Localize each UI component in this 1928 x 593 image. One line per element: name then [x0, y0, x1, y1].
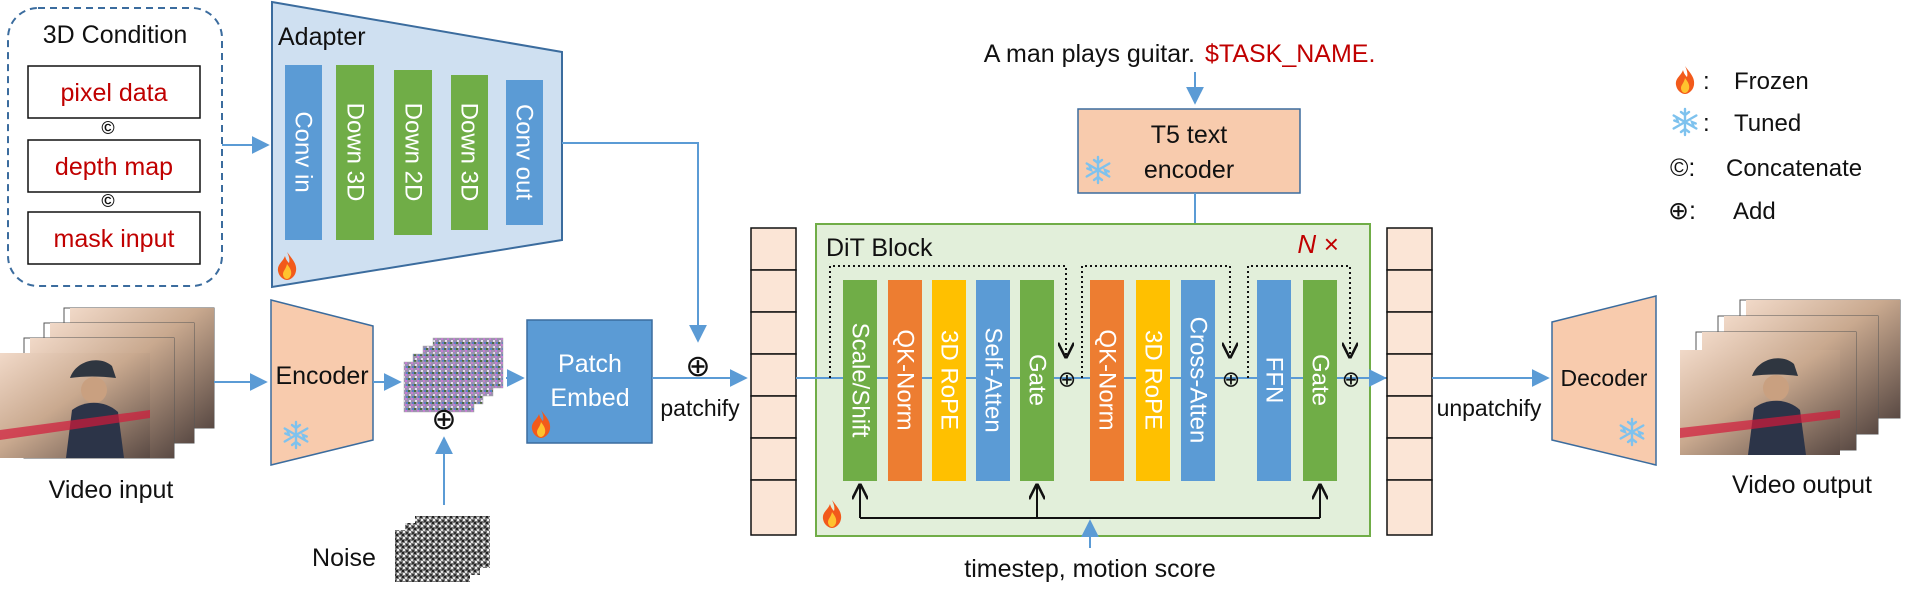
- legend-concat-label: Concatenate: [1726, 155, 1862, 182]
- t5-line1: T5 text: [1151, 121, 1227, 149]
- video-input-label: Video input: [49, 476, 174, 504]
- video-output-stack: [1680, 299, 1901, 455]
- adapter-down-3d: Down 3D: [336, 65, 374, 240]
- legend-add-label: Add: [1733, 198, 1776, 225]
- dit-layer-gate-2: Gate: [1303, 280, 1337, 481]
- dit-layer-label: Scale/Shift: [847, 323, 874, 438]
- dit-repeat: N ×: [1297, 229, 1338, 259]
- dit-layer-qk-norm-2: QK-Norm: [1090, 280, 1124, 481]
- dit-layer-3d-rope-2: 3D RoPE: [1136, 280, 1170, 481]
- latent-stack: [403, 337, 504, 413]
- dit-layer-label: QK-Norm: [892, 329, 919, 430]
- token-column-input: [750, 227, 797, 536]
- dit-layer-3d-rope: 3D RoPE: [932, 280, 966, 481]
- flame-icon: [1675, 66, 1695, 94]
- condition-item-box: [27, 65, 201, 119]
- dit-layer-label: Self-Atten: [980, 327, 1007, 432]
- adapter-title: Adapter: [278, 23, 366, 51]
- prompt-task-name: $TASK_NAME.: [1205, 40, 1375, 68]
- condition-title: 3D Condition: [43, 21, 188, 49]
- add-symbol: ⊕: [1222, 367, 1240, 392]
- dit-layer-label: 3D RoPE: [936, 330, 963, 430]
- token-column-output: [1386, 227, 1433, 536]
- adapter-layer-label: Down 3D: [456, 103, 483, 202]
- condition-item-box: [27, 211, 201, 265]
- noise-label: Noise: [312, 544, 376, 572]
- video-output-label: Video output: [1732, 471, 1872, 499]
- legend: : Frozen : Tuned ©: Concatenate ⊕: Add: [1668, 66, 1862, 225]
- condition-item-depth-map: depth map: [55, 153, 173, 181]
- condition-item-box: [27, 139, 201, 193]
- legend-frozen-label: Frozen: [1734, 68, 1809, 95]
- encoder-block: Encoder: [270, 299, 374, 466]
- add-symbol: ⊕: [431, 403, 456, 436]
- dit-layer-self-atten: Self-Atten: [976, 280, 1010, 481]
- adapter-layer-label: Down 3D: [342, 103, 369, 202]
- encoder-label: Encoder: [275, 362, 368, 390]
- patch-embed-line2: Embed: [550, 384, 629, 412]
- condition-item-mask-input: mask input: [54, 225, 175, 253]
- add-symbol: ⊕: [1058, 367, 1076, 392]
- patch-embed-block: Patch Embed: [526, 319, 653, 444]
- condition-border: [7, 7, 223, 287]
- t5-line2: encoder: [1144, 156, 1234, 184]
- legend-colon: :: [1703, 68, 1710, 95]
- adapter-down-3d-2: Down 3D: [451, 75, 488, 230]
- add-symbol: ⊕: [1342, 367, 1360, 392]
- legend-tuned-label: Tuned: [1734, 110, 1801, 137]
- dit-layer-label: Cross-Atten: [1185, 317, 1212, 444]
- residual-skip-1: [829, 265, 1066, 378]
- unpatchify-label: unpatchify: [1437, 395, 1542, 421]
- video-input-stack: [0, 307, 215, 459]
- residual-skip-2: [1081, 265, 1230, 378]
- concat-symbol: ©: [101, 118, 114, 138]
- t5-encoder-block: T5 text encoder: [1077, 108, 1301, 194]
- adapter-conv-in: Conv in: [285, 65, 322, 240]
- residual-skip-3: [1247, 265, 1350, 378]
- patch-embed-line1: Patch: [558, 350, 622, 378]
- dit-layer-label: 3D RoPE: [1140, 330, 1167, 430]
- concat-symbol: ©: [101, 191, 114, 211]
- prompt-text: A man plays guitar.: [984, 40, 1195, 68]
- dit-layer-cross-atten: Cross-Atten: [1181, 280, 1215, 481]
- dit-layer-qk-norm: QK-Norm: [888, 280, 922, 481]
- dit-layer-gate: Gate: [1020, 280, 1054, 481]
- noise-stack: [395, 516, 490, 582]
- legend-concat-symbol: ©:: [1670, 154, 1695, 182]
- adapter-to-add-arrow: [562, 142, 707, 343]
- dit-layer-ffn: FFN: [1257, 280, 1291, 481]
- patchify-label: patchify: [660, 395, 740, 421]
- adapter-layer-label: Down 2D: [400, 103, 427, 202]
- adapter-layer-label: Conv out: [511, 104, 538, 200]
- add-symbol: ⊕: [685, 350, 710, 383]
- dit-layer-label: QK-Norm: [1094, 329, 1121, 430]
- legend-add-symbol: ⊕:: [1668, 197, 1696, 225]
- dit-layer-label: Gate: [1307, 354, 1334, 406]
- dit-layer-label: FFN: [1261, 357, 1288, 404]
- decoder-label: Decoder: [1561, 365, 1648, 391]
- dit-layer-scale-shift: Scale/Shift: [843, 280, 877, 481]
- dit-layer-label: Gate: [1024, 354, 1051, 406]
- timestep-label: timestep, motion score: [964, 555, 1216, 583]
- condition-panel: 3D Condition pixel data © depth map © ma…: [7, 7, 223, 287]
- adapter-down-2d: Down 2D: [394, 70, 432, 235]
- snowflake-icon: [1672, 107, 1698, 137]
- dit-block: DiT Block N × Scale/Shift QK-Norm 3D RoP…: [796, 223, 1387, 537]
- adapter-conv-out: Conv out: [506, 80, 543, 225]
- condition-item-pixel-data: pixel data: [60, 79, 167, 107]
- adapter-layer-label: Conv in: [290, 111, 317, 192]
- adapter-panel: Adapter Conv in Down 3D Down 2D Down 3D …: [271, 0, 563, 289]
- legend-colon: :: [1703, 110, 1710, 137]
- decoder-block: Decoder: [1551, 295, 1657, 466]
- dit-title: DiT Block: [826, 234, 933, 262]
